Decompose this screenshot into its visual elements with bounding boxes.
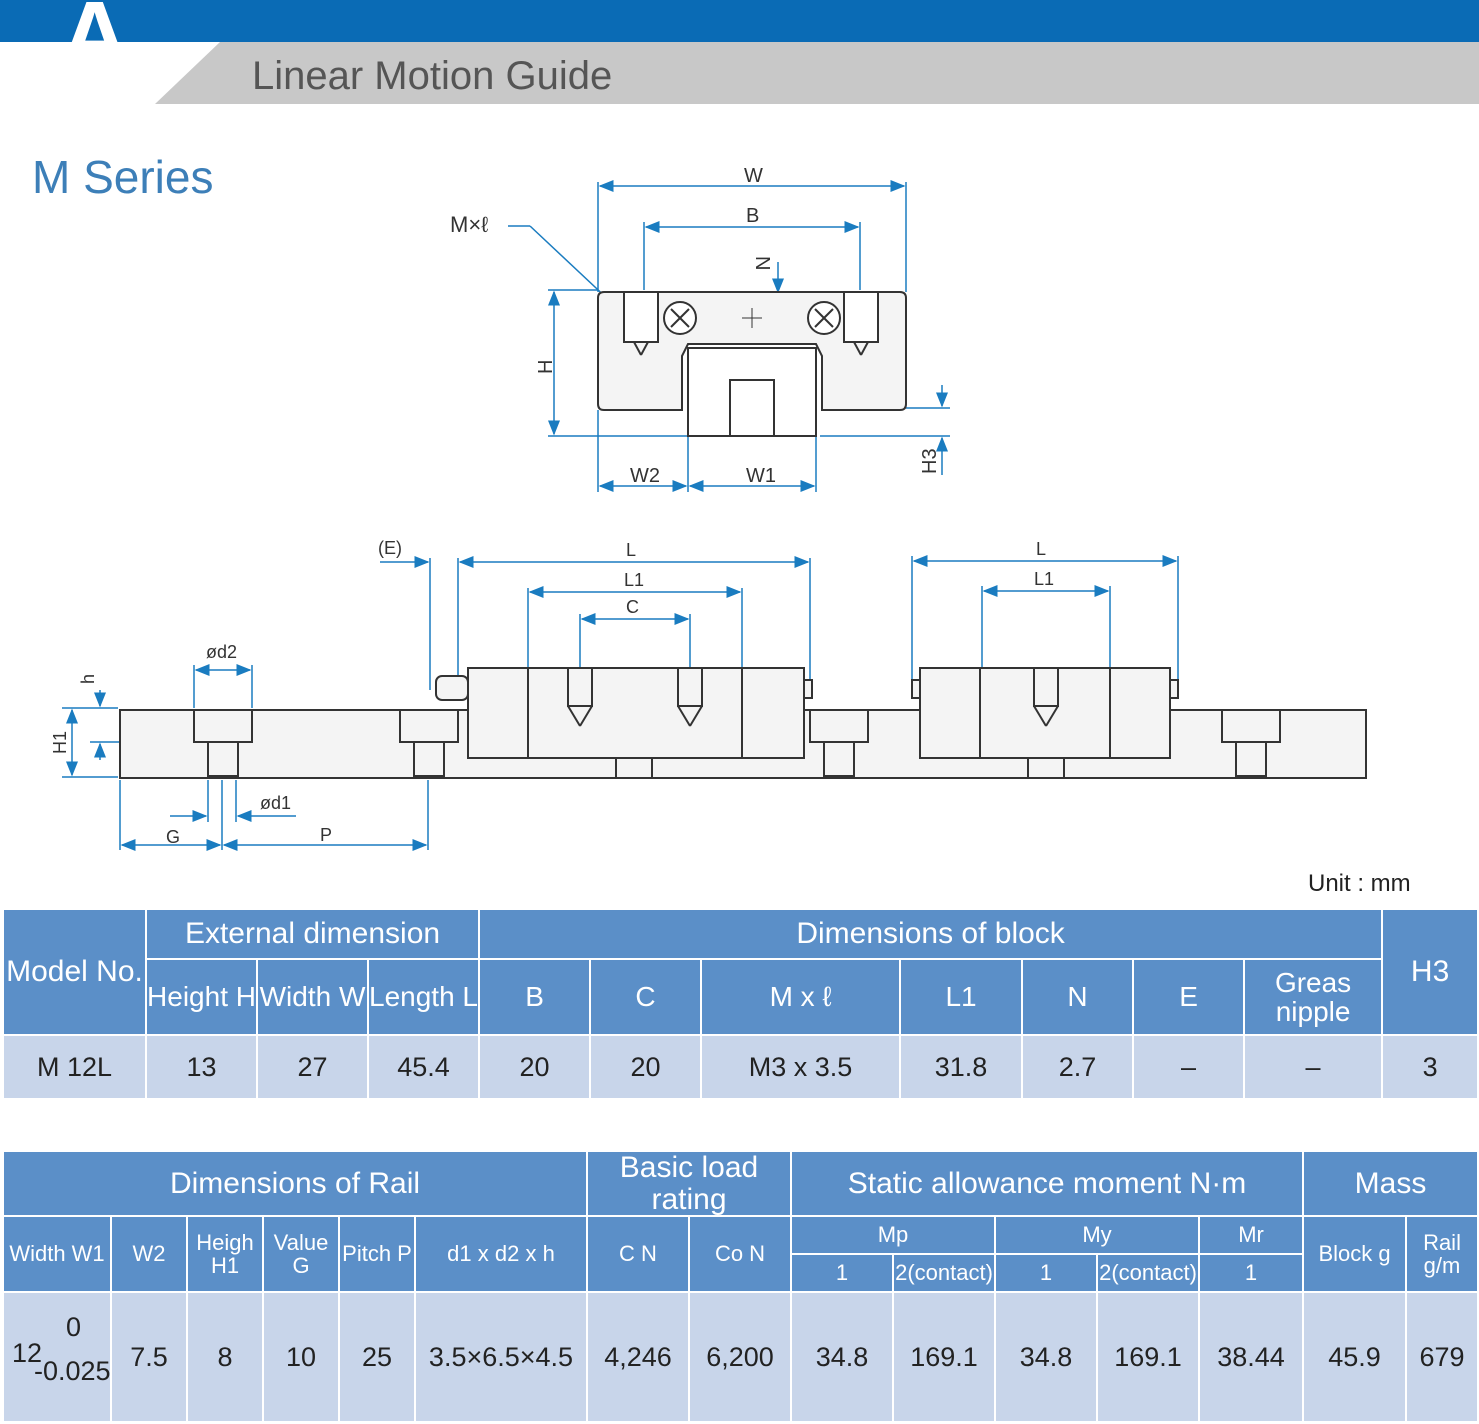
- cell: 34.8: [790, 1291, 895, 1423]
- label-mxl: M×ℓ: [450, 212, 489, 237]
- cell: 13: [145, 1034, 258, 1100]
- col-w2: W2: [110, 1215, 188, 1293]
- cell: 169.1: [1096, 1291, 1201, 1423]
- cell: 20: [589, 1034, 703, 1100]
- cell: M3 x 3.5: [700, 1034, 902, 1100]
- label-p: P: [320, 825, 332, 845]
- cell: 7.5: [110, 1291, 188, 1423]
- cell: 4,246: [586, 1291, 690, 1423]
- header-band: [0, 0, 1479, 42]
- moment-header: Static allowance moment N·m: [790, 1150, 1305, 1217]
- cell: 8: [186, 1291, 264, 1423]
- col-c-n: C N: [586, 1215, 690, 1293]
- col-b: B: [478, 958, 592, 1036]
- width-nominal: 12: [12, 1337, 43, 1368]
- cell: 27: [256, 1034, 369, 1100]
- col-co-n: Co N: [687, 1215, 793, 1293]
- col-height-h1: Heigh H1: [186, 1215, 264, 1293]
- col-width-w1: Width W1: [2, 1215, 112, 1293]
- cell: –: [1132, 1034, 1246, 1100]
- label-e: (E): [378, 538, 402, 558]
- group-my: My: [994, 1215, 1201, 1255]
- col-greas-nipple: Greas nipple: [1243, 958, 1384, 1036]
- label-h3: H3: [919, 448, 941, 474]
- cell: 25: [338, 1291, 416, 1423]
- width-tolerance-upper: 0: [66, 1311, 82, 1342]
- label-h-big: H: [535, 360, 557, 374]
- label-n: N: [751, 256, 773, 270]
- label-w2: W2: [630, 465, 660, 487]
- cell: 20: [478, 1034, 592, 1100]
- col-rail-gm: Rail g/m: [1405, 1215, 1479, 1293]
- label-d2: ød2: [206, 642, 237, 662]
- label-b: B: [746, 205, 759, 227]
- col-height: Height H: [145, 958, 258, 1036]
- cell: 34.8: [994, 1291, 1099, 1423]
- cell: 679: [1405, 1291, 1479, 1423]
- label-g: G: [166, 827, 180, 847]
- block-header: Dimensions of block: [478, 908, 1384, 960]
- cell: 10: [262, 1291, 340, 1423]
- rail-header: Dimensions of Rail: [2, 1150, 588, 1217]
- col-d1d2h: d1 x d2 x h: [414, 1215, 588, 1293]
- label-l1-left: L1: [624, 570, 644, 590]
- external-header: External dimension: [144, 908, 481, 960]
- col-my-1: 1: [994, 1253, 1099, 1293]
- cell: 45.4: [366, 1034, 481, 1100]
- cell: M 12L: [2, 1034, 147, 1100]
- block-dimension-table: Model No. External dimension Dimensions …: [2, 908, 1479, 1100]
- label-l1-right: L1: [1034, 569, 1054, 589]
- label-l-right: L: [1036, 539, 1046, 559]
- width-tolerance-lower: -0.025: [34, 1355, 111, 1386]
- cell: 3.5×6.5×4.5: [414, 1291, 588, 1423]
- label-w: W: [744, 165, 763, 187]
- label-w1: W1: [746, 465, 776, 487]
- label-h1: H1: [50, 731, 70, 754]
- section-title: Linear Motion Guide: [252, 54, 613, 98]
- cell: 6,200: [687, 1291, 793, 1423]
- col-mxl: M x ℓ: [700, 958, 902, 1036]
- col-n: N: [1021, 958, 1135, 1036]
- title-band: [155, 42, 1479, 104]
- col-e: E: [1132, 958, 1246, 1036]
- col-mr-1: 1: [1198, 1253, 1305, 1293]
- section-letter: A: [60, 0, 130, 89]
- cell: 38.44: [1198, 1291, 1305, 1423]
- cell: 31.8: [899, 1034, 1024, 1100]
- label-d1: ød1: [260, 793, 291, 813]
- col-mp-1: 1: [790, 1253, 895, 1293]
- col-l1: L1: [899, 958, 1024, 1036]
- label-c: C: [626, 597, 639, 617]
- rail-dimension-table: Dimensions of Rail Basic load rating Sta…: [2, 1150, 1479, 1423]
- cell: –: [1243, 1034, 1384, 1100]
- cell: 3: [1381, 1034, 1479, 1100]
- label-h-small: h: [78, 674, 98, 684]
- col-mp-2: 2(contact): [892, 1253, 997, 1293]
- col-my-2: 2(contact): [1096, 1253, 1201, 1293]
- group-mp: Mp: [790, 1215, 997, 1255]
- h3-header: H3: [1381, 908, 1479, 1036]
- cell: 2.7: [1021, 1034, 1135, 1100]
- unit-label: Unit : mm: [1308, 870, 1411, 897]
- label-l-left: L: [626, 540, 636, 560]
- col-block-g: Block g: [1302, 1215, 1408, 1293]
- cell: 169.1: [892, 1291, 997, 1423]
- model-header: Model No.: [2, 908, 147, 1036]
- col-c: C: [589, 958, 703, 1036]
- col-pitch-p: Pitch P: [338, 1215, 416, 1293]
- col-width: Width W: [256, 958, 369, 1036]
- mass-header: Mass: [1302, 1150, 1479, 1217]
- table-row: 0 12 -0.025 7.5 8 10 25 3.5×6.5×4.5 4,24…: [2, 1291, 1479, 1423]
- load-header: Basic load rating: [585, 1150, 793, 1217]
- table-row: M 12L 13 27 45.4 20 20 M3 x 3.5 31.8 2.7…: [2, 1034, 1479, 1100]
- series-title: M Series: [32, 151, 214, 203]
- width-tolerance-cell: 0 12 -0.025: [2, 1291, 112, 1423]
- cell: 45.9: [1302, 1291, 1408, 1423]
- col-value-g: Value G: [262, 1215, 340, 1293]
- col-length: Length L: [366, 958, 481, 1036]
- group-mr: Mr: [1198, 1215, 1305, 1255]
- technical-drawing: W B N M×ℓ H H3 W2 W1 (E) L L1 C L L1 h H…: [50, 165, 1367, 851]
